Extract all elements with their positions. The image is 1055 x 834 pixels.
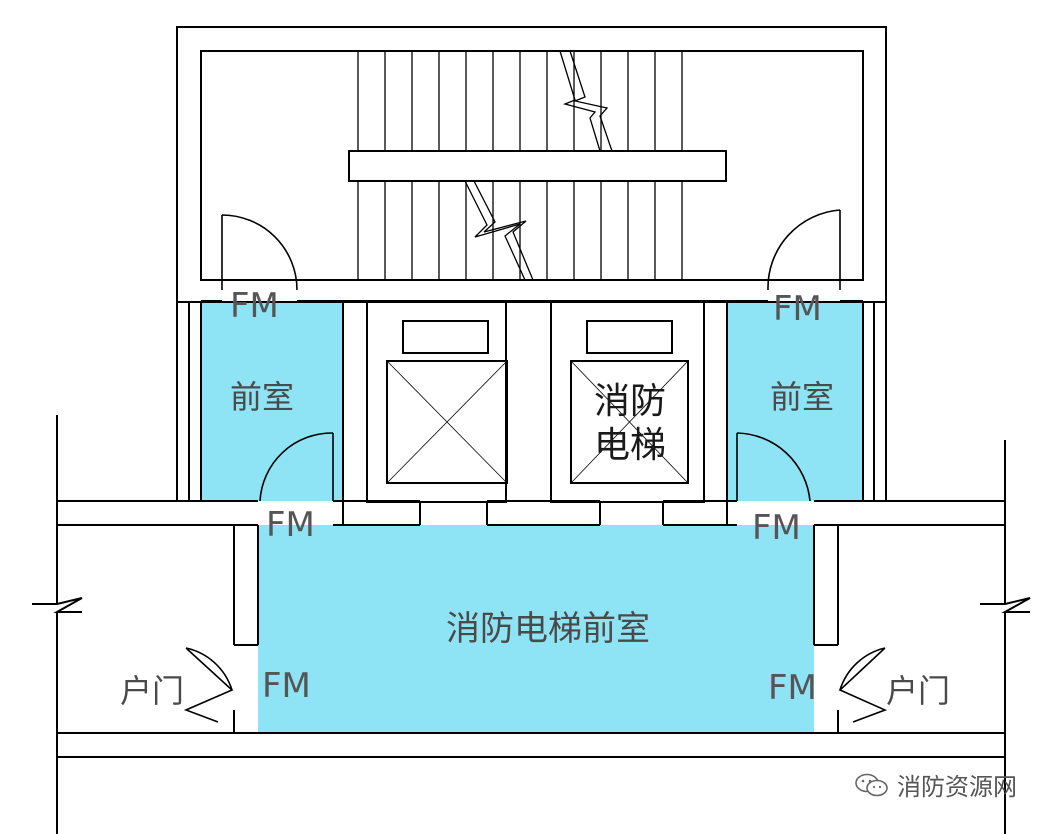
anteroom-left-fill xyxy=(201,301,343,501)
fm-stair-door-left: FM xyxy=(230,286,279,326)
wechat-icon xyxy=(855,773,888,796)
watermark: 消防资源网 xyxy=(855,767,1017,802)
corridor-walls xyxy=(32,415,1031,834)
fm-household-door-right: FM xyxy=(768,668,817,708)
household-door-left xyxy=(183,647,234,723)
fm-stair-door-right: FM xyxy=(773,289,822,329)
stair-treads xyxy=(357,51,683,280)
stair-door-left xyxy=(221,214,298,291)
anteroom-right-label: 前室 xyxy=(770,378,834,416)
walls xyxy=(176,300,887,525)
fm-anteroom-door-left: FM xyxy=(266,505,315,545)
break-lines xyxy=(464,50,613,281)
fire-elevator-lobby-label: 消防电梯前室 xyxy=(446,609,650,649)
fm-household-door-left: FM xyxy=(262,666,311,706)
watermark-text: 消防资源网 xyxy=(897,773,1017,801)
fire-elevator-label-line1: 消防 xyxy=(594,381,666,422)
anteroom-left-door xyxy=(259,432,334,502)
household-door-right xyxy=(838,647,888,723)
stair-core xyxy=(176,26,887,303)
household-door-right-label: 户门 xyxy=(886,672,950,710)
stair-door-right xyxy=(767,209,841,291)
elevator-shafts xyxy=(366,301,705,503)
anteroom-left-label: 前室 xyxy=(230,378,294,416)
fm-anteroom-door-right: FM xyxy=(752,508,801,548)
doors xyxy=(183,209,888,723)
household-door-left-label: 户门 xyxy=(120,672,184,710)
anteroom-right-door xyxy=(736,432,811,502)
fire-elevator-label-line2: 电梯 xyxy=(594,425,666,466)
lobby-fill xyxy=(258,525,814,733)
anteroom-right-fill xyxy=(727,301,863,501)
